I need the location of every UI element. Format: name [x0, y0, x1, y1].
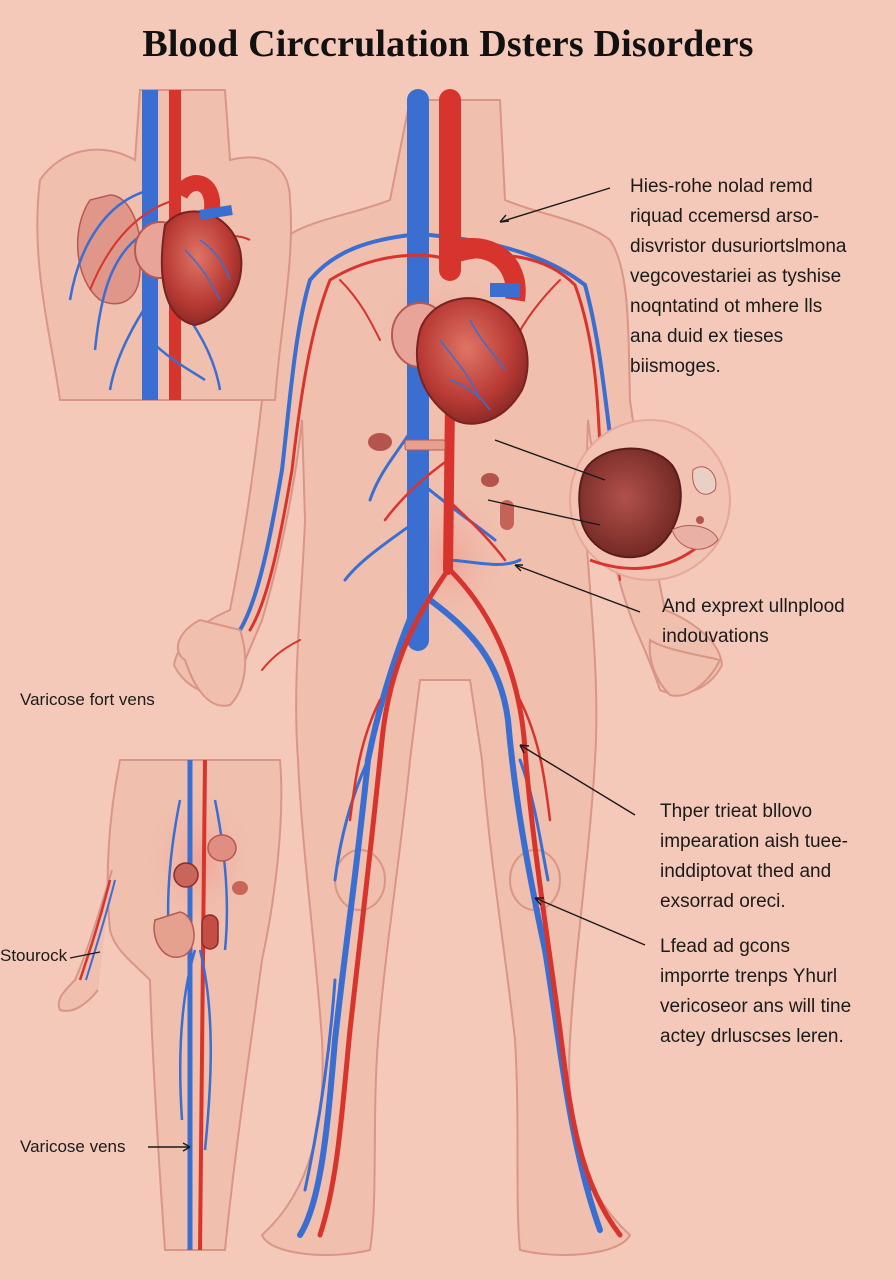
chest-inset: [36, 89, 293, 401]
page-title: Blood Circcrulation Dsters Disorders: [142, 23, 754, 65]
label-stourock: Stourock: [0, 946, 68, 965]
callout-line: imporrte trenps Yhurl: [660, 966, 838, 987]
callout-line: impearation aish tuee-: [660, 831, 848, 852]
callout-line: disvristor dusuriortslmona: [630, 236, 847, 257]
callout-line: biismoges.: [630, 356, 721, 377]
organ-cross-section-inset: [569, 419, 731, 581]
pointer-lines: [69, 187, 646, 1152]
callout-line: actey drluscses leren.: [660, 1026, 844, 1047]
label-varicose: Varicose vens: [20, 1137, 126, 1156]
callout-line: noqntatind ot mhere lls: [630, 296, 823, 317]
callout-line: vegcovestariei as tyshise: [630, 266, 842, 287]
callout-line: ana duid ex tieses: [630, 326, 784, 347]
main-heart: [391, 238, 529, 425]
callout-line: indouvations: [662, 626, 769, 647]
callout-line: Thper trieat bllovo: [660, 801, 813, 822]
main-arteries: [248, 89, 623, 1238]
callout-line: riquad ccemersd arso-: [630, 206, 820, 227]
leg-inset: [57, 759, 283, 1251]
callout-line: Lfead ad gcons: [660, 936, 790, 957]
callout-line: vericoseor ans will tine: [660, 996, 852, 1017]
callout-mid-right: And exprext ullnplood indouvations: [662, 592, 845, 652]
callout-leg-lower: Lfead ad gcons imporrte trenps Yhurl ver…: [660, 932, 851, 1052]
hands: [176, 618, 722, 707]
callout-top-right: Hies-rohe nolad remd riquad ccemersd ars…: [630, 172, 846, 382]
callout-line: Hies-rohe nolad remd: [630, 176, 813, 197]
callout-line: exsorrad oreci.: [660, 891, 786, 912]
callout-leg-upper: Thper trieat bllovo impearation aish tue…: [660, 797, 848, 917]
callout-line: inddiptovat thed and: [660, 861, 832, 882]
label-varicose-fort: Varicose fort vens: [20, 690, 155, 709]
callout-line: And exprext ullnplood: [662, 596, 845, 617]
abdomen-organs: [368, 433, 514, 530]
